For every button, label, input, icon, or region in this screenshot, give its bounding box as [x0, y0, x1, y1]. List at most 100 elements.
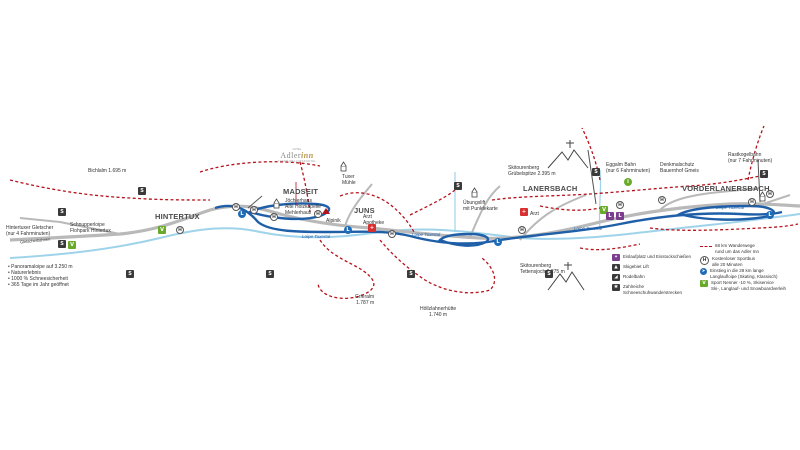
loipe-loop	[676, 204, 776, 221]
lift-line	[757, 159, 761, 203]
trail	[409, 189, 456, 216]
snowshoe-icon: ✱	[612, 284, 620, 291]
side-road	[469, 185, 501, 238]
ski-lift-icon: S	[760, 170, 768, 178]
label-rastkogelbahn: Rastkogelbahn (nur 7 Fahrminuten)	[728, 152, 773, 164]
trail	[649, 223, 799, 231]
label-hoelzlahnerhuette: Höllzlahnerhütte 1.740 m	[420, 306, 457, 318]
bus-stop-icon: H	[748, 198, 756, 206]
ski-lift-icon: S	[58, 240, 66, 248]
sledding-icon: S	[126, 270, 134, 278]
trail	[339, 192, 415, 233]
label-hintertuxer-gletscher: Hintertuxer Gletscher (nur 4 Fahrminuten…	[6, 225, 54, 237]
sledding-icon: ◢	[612, 274, 620, 281]
bus-stop-icon: H	[766, 190, 774, 198]
trail	[581, 127, 601, 181]
ski-lift-icon: S	[592, 168, 600, 176]
cross-country-entry-icon: L	[238, 210, 246, 218]
label-alpinik: Alpinik	[326, 218, 341, 224]
sport-shop-icon: V	[700, 280, 708, 287]
loipe-loop	[437, 232, 490, 247]
doctor-icon: +	[520, 208, 528, 216]
cross-country-entry-icon: L	[766, 211, 774, 219]
bus-stop-icon: H	[700, 256, 709, 265]
bus-stop-icon: H	[270, 213, 278, 221]
side-road	[344, 183, 373, 227]
adler-inn-logo: HOTEL Adlerinn TUXER WELLNESSHOTEL	[270, 148, 324, 163]
label-bichlalm: Bichlalm 1.695 m	[88, 168, 127, 174]
church-icon	[273, 161, 766, 209]
cross-country-entry-icon: ➤	[700, 268, 707, 275]
ski-lift-icon: S	[138, 187, 146, 195]
bus-stop-icon: H	[616, 201, 624, 209]
side-road	[659, 187, 761, 211]
main-road	[9, 202, 800, 242]
practice-lift-icon: S	[454, 182, 462, 190]
label-schnupperloipe: Schnupperloipe Flohpark Hintertux	[70, 222, 111, 234]
label-grieralm: Grieralm 1.787 m	[355, 294, 375, 306]
trail	[317, 239, 375, 299]
ice-skating-icon: ✦	[612, 254, 620, 261]
town-vorderlanersbach: VORDERLANERSBACH	[682, 184, 770, 193]
label-joechlerhaus: Jöchlerhaus Alte Holzkapelle Mehlerhaus	[285, 198, 321, 216]
doctor-icon: +	[368, 224, 376, 232]
town-juns: JUNS	[354, 206, 375, 215]
info-icon: i	[624, 178, 632, 186]
side-road	[19, 217, 121, 235]
sledding-icon: S	[266, 270, 274, 278]
trail	[199, 161, 321, 173]
label-eggalm-bahn: Eggalm Bahn (nur 6 Fahrminuten)	[606, 162, 651, 174]
legend-ice-skating: ✦ Eislaufplatz und Eisstockschießen	[612, 254, 691, 261]
hiking-trail-swatch	[700, 246, 712, 247]
sledding-icon: S	[407, 270, 415, 278]
trail	[539, 205, 601, 211]
legend-cross-country: ➤ Einstieg in die 28 km lange Langlauflo…	[700, 268, 778, 279]
ice-skating-icon: L	[616, 212, 624, 220]
label-loipe-tuxertal: Loipe Tuxertal	[302, 234, 331, 239]
town-madseit: MADSEIT	[283, 187, 319, 196]
bus-stop-icon: H	[658, 196, 666, 204]
side-road	[519, 194, 587, 241]
mountain-icon	[547, 140, 589, 291]
sport-shop-icon: V	[158, 226, 166, 234]
label-loipe-tuxertal: Loipe Tuxertal	[412, 232, 441, 237]
bus-stop-icon: H	[518, 226, 526, 234]
hotel-pin-icon	[322, 208, 330, 214]
bus-stop-icon: H	[388, 230, 396, 238]
ski-lift-icon: S	[58, 208, 66, 216]
logo-emblem: HOTEL	[292, 148, 302, 151]
label-arzt: Arzt	[530, 211, 539, 217]
legend-ski-lift: ▲ Skigebiet Lift	[612, 264, 649, 271]
town-lanersbach: LANERSBACH	[523, 184, 578, 193]
ice-skating-icon: L	[606, 212, 614, 220]
town-hintertux: HINTERTUX	[155, 212, 200, 221]
trail	[491, 175, 761, 201]
label-arzt-apotheke: Arzt Apotheke	[363, 214, 385, 226]
trail	[299, 161, 311, 213]
label-denkmalschutz: Denkmalschutz Bauernhof Gmeis	[660, 162, 699, 174]
hiking-trails	[9, 125, 799, 299]
legend-sledding: ◢ Rodelbahn	[612, 274, 645, 281]
label-skitourenberg-gruebelspitze: Skitourenberg Grübelspitze 2.395 m	[508, 165, 556, 177]
sport-shop-icon: V	[600, 206, 608, 214]
bus-stop-icon: H	[250, 206, 258, 214]
lift-line	[247, 195, 263, 209]
label-uebungslift: Übungslift mit Punktekarte	[463, 200, 498, 212]
label-panoramaloipe: • Panoramaloipe auf 3.250 m • Naturerleb…	[8, 264, 73, 288]
legend-snowshoe: ✱ Zahlreiche Schneeschuhwanderstrecken	[612, 284, 682, 295]
cross-country-entry-icon: L	[494, 238, 502, 246]
legend-sportbus: H Kostenloser Sportbus alle 20 Minuten	[700, 256, 755, 267]
bus-stop-icon: H	[232, 203, 240, 211]
bus-stop-icon: H	[176, 226, 184, 234]
logo-tagline: TUXER WELLNESSHOTEL	[278, 160, 316, 163]
legend-sport-shop: V Sport Nenner -10 %, Skiservice Ski-, L…	[700, 280, 786, 291]
label-loipe-tuxertal: Loipe Tuxertal	[574, 226, 603, 231]
label-loipe-tuxertal: Loipe Tuxertal	[716, 205, 745, 210]
trail	[9, 179, 211, 201]
cross-country-entry-icon: L	[344, 226, 352, 234]
ski-lift-icon: ▲	[612, 264, 620, 271]
snowshoe-icon: S	[545, 270, 553, 278]
trail	[379, 239, 496, 294]
